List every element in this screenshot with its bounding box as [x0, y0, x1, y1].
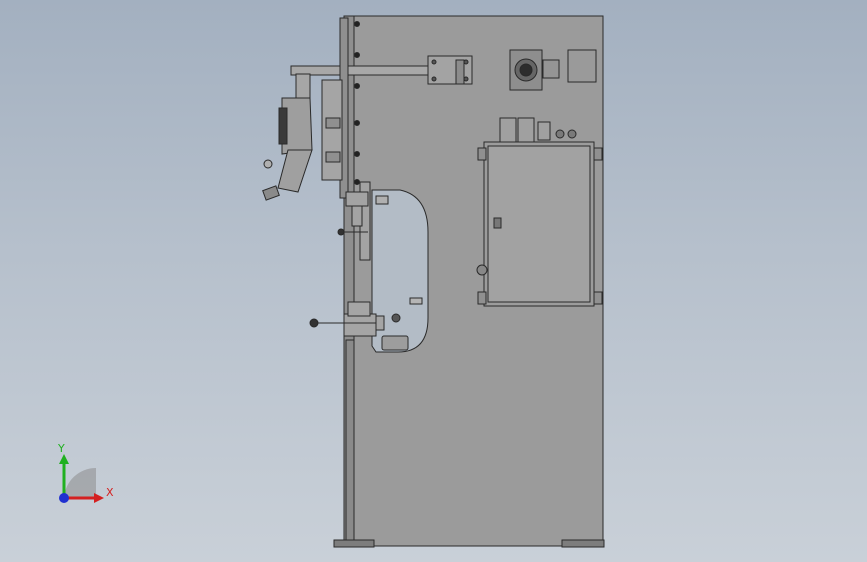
box-tab [477, 291, 487, 305]
electrode-block [345, 191, 369, 207]
terminal-row [499, 117, 577, 145]
box-tab [593, 147, 603, 161]
welding-head [262, 73, 313, 201]
upper-arm [290, 55, 473, 85]
cylinder [321, 79, 343, 181]
socket-inner [519, 63, 533, 77]
head-tip [262, 185, 280, 201]
triad-arc [64, 467, 96, 498]
lower-cap [347, 301, 371, 317]
x-label: X [106, 486, 114, 499]
lower-foot [381, 335, 409, 351]
upper-electrode [337, 181, 389, 261]
knob [309, 318, 319, 328]
bolt [463, 76, 469, 82]
throat-cutout [371, 189, 429, 353]
foot-right [561, 539, 605, 548]
box-tab [477, 147, 487, 161]
electrical-box [476, 141, 603, 307]
head-knob [263, 159, 273, 169]
terminal [517, 117, 535, 145]
bolt [463, 59, 469, 65]
lower-arm [343, 313, 377, 337]
indicator [555, 129, 565, 139]
mount-plate [321, 17, 360, 199]
box-door [487, 145, 591, 303]
lower-column [345, 339, 355, 541]
indicator [567, 129, 577, 139]
electrode-holder [351, 205, 363, 227]
clamp [375, 315, 385, 331]
arm-slot [455, 59, 465, 85]
connector-area [509, 49, 597, 91]
lower-electrode [309, 297, 423, 351]
socket-clip [542, 59, 560, 79]
hole [354, 151, 360, 157]
head-grip [278, 107, 288, 145]
y-arrow-icon [59, 454, 69, 464]
y-label: Y [57, 442, 65, 455]
foot-left [333, 539, 375, 548]
head-tube [295, 73, 311, 99]
cylinder-band [325, 151, 341, 163]
bolt [431, 59, 437, 65]
hole [354, 179, 360, 185]
hole [354, 83, 360, 89]
z-axis-icon [59, 493, 69, 503]
box-knob [476, 264, 488, 276]
foot-knob [391, 313, 401, 323]
box-tab [593, 291, 603, 305]
hole [354, 21, 360, 27]
bolt [431, 76, 437, 82]
cylinder-band [325, 117, 341, 129]
hole [354, 120, 360, 126]
hole [354, 52, 360, 58]
nameplate [567, 49, 597, 83]
box-latch [493, 217, 502, 229]
limit-tab [409, 297, 423, 305]
x-arrow-icon [94, 493, 104, 503]
knob [337, 228, 345, 236]
head-nozzle [277, 149, 313, 193]
stop-block [375, 195, 389, 205]
terminal [499, 117, 517, 145]
axis-triad: Y X [57, 442, 114, 503]
terminal [537, 121, 551, 141]
